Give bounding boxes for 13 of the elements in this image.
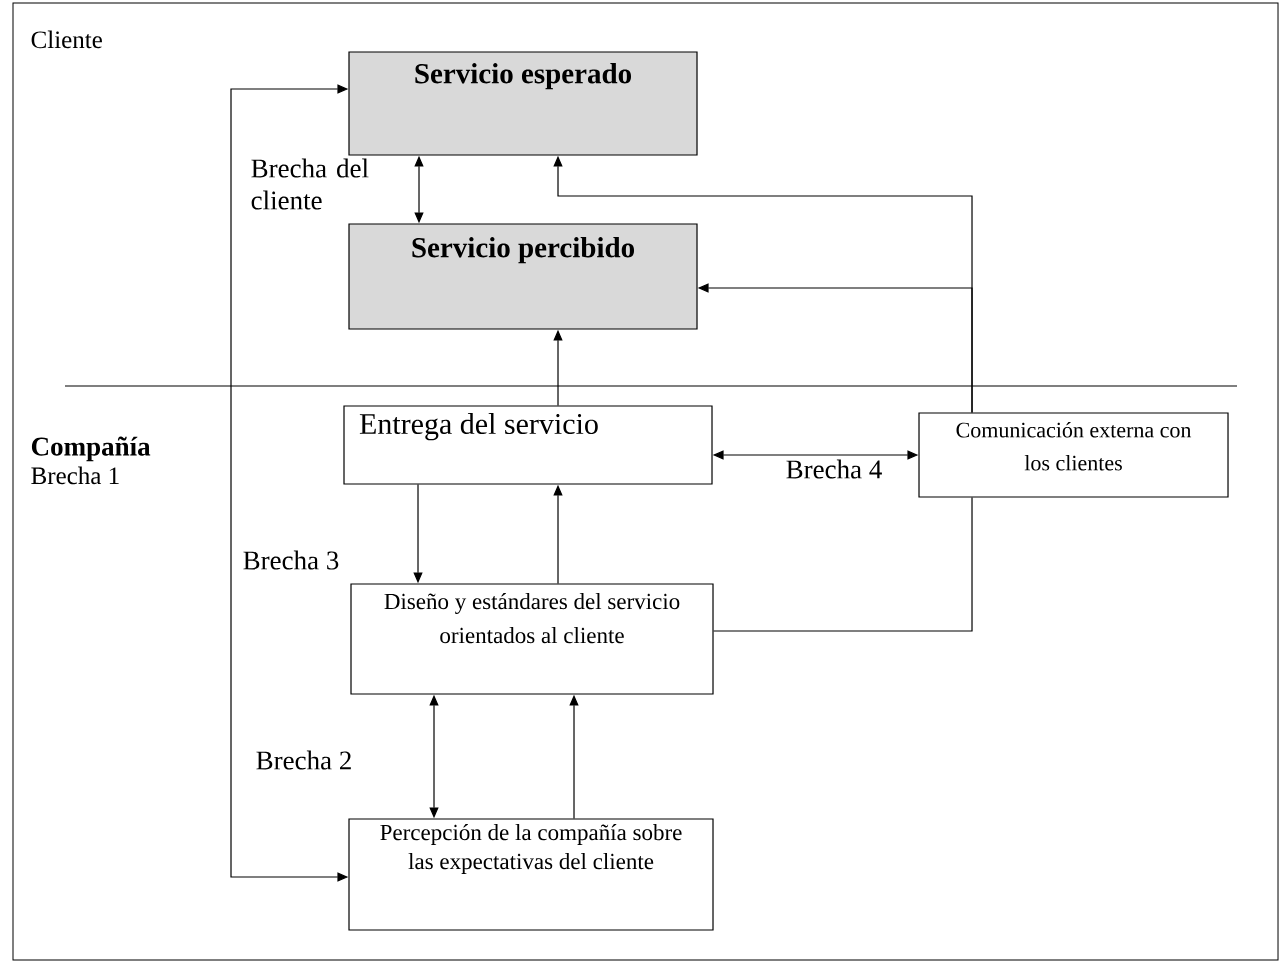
gap-label: Brecha 2 <box>256 750 351 770</box>
process-box: Percepción de la compañía sobre las expectativas del cliente <box>348 818 714 931</box>
gap-label: Brecha 1 <box>31 466 119 485</box>
process-box: Diseño y estándares del servicio orientados al cliente <box>350 583 714 695</box>
gap-label: Brecha 3 <box>243 550 339 570</box>
process-box: Entrega del servicio <box>343 405 713 485</box>
process-box: Servicio esperado <box>348 51 698 156</box>
gap-label: Compañía <box>31 436 151 462</box>
gap-label: Cliente <box>31 30 102 49</box>
process-box: Comunicación externa con los clientes <box>918 412 1229 498</box>
process-box: Servicio percibido <box>348 223 698 330</box>
gap-label: Brecha 4 <box>786 459 882 479</box>
gap-label: Brecha del cliente <box>251 158 369 210</box>
